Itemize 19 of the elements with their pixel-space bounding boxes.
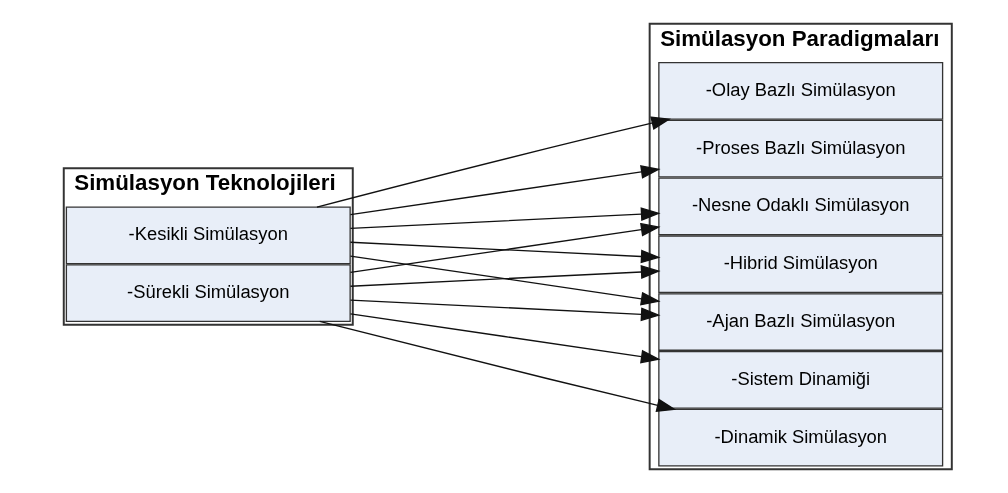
arrow: [349, 299, 661, 322]
arrow: [315, 116, 671, 208]
arrow: [349, 241, 661, 264]
arrow: [349, 265, 661, 287]
node-box: -Sistem Dinamiği: [657, 350, 943, 409]
arrow: [349, 207, 661, 230]
node-box: -Olay Bazlı Simülasyon: [657, 61, 943, 120]
node-box: -Hibrid Simülasyon: [657, 235, 943, 294]
arrow: [349, 222, 661, 274]
node-box: -Dinamik Simülasyon: [657, 408, 943, 467]
arrow: [318, 320, 676, 412]
arrow: [349, 255, 661, 306]
node-box: -Ajan Bazlı Simülasyon: [657, 293, 943, 351]
node-box: -Kesikli Simülasyon: [65, 206, 351, 265]
node-box: -Sürekli Simülasyon: [65, 264, 351, 323]
node-box: -Proses Bazlı Simülasyon: [657, 119, 943, 178]
node-box: -Nesne Odaklı Simülasyon: [657, 177, 943, 236]
arrow: [349, 313, 661, 364]
arrow: [349, 165, 661, 216]
